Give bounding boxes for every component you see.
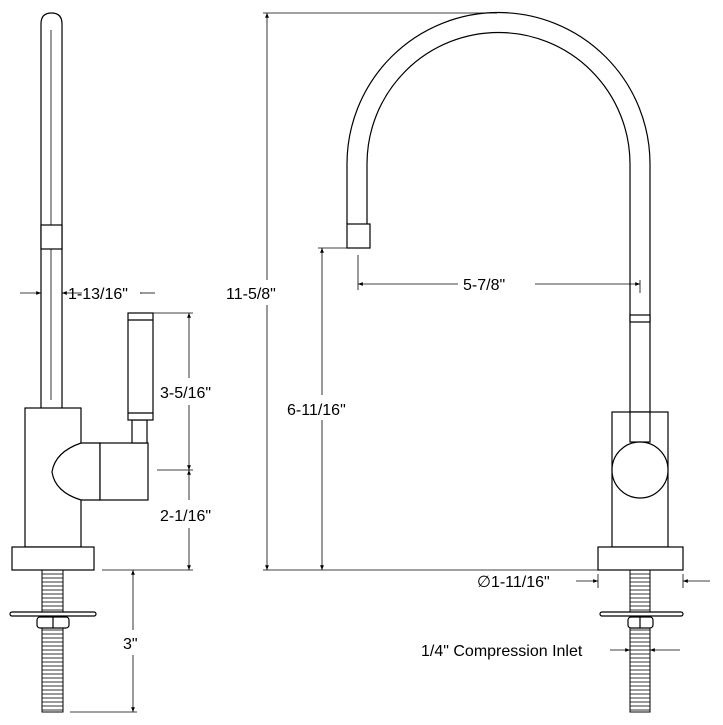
spout-band: [629, 314, 651, 323]
threaded-shank: [629, 569, 651, 713]
lever: [127, 312, 154, 421]
washer: [9, 611, 97, 617]
spout-nozzle: [346, 223, 371, 249]
inlet-label: 1/4" Compression Inlet: [421, 643, 583, 660]
threaded-shank: [41, 569, 64, 713]
handle-height-label: 3-5/16": [160, 385, 211, 402]
base-plate: [11, 546, 95, 571]
handle-center-label: 2-1/16": [160, 508, 211, 525]
spout-reach-label: 5-7/8": [463, 277, 505, 294]
front-view: 11-5/8" 6-11/16" 5-7/8" ∅1-11/16" 1/4" C…: [226, 11, 710, 713]
handle-hub: [51, 442, 101, 501]
spout-diameter-label: 1-13/16": [68, 286, 128, 303]
handle-ball: [611, 441, 669, 499]
gooseneck-spout: [346, 11, 651, 412]
lever-stem: [629, 411, 651, 443]
spout-height-label: 6-11/16": [287, 402, 346, 419]
spout-band: [40, 224, 63, 250]
spout-tube: [40, 12, 63, 408]
handle-cylinder: [99, 442, 149, 501]
base-plate: [597, 546, 684, 571]
lever-stem: [131, 419, 148, 444]
side-view: 1-13/16" 3-5/16" 2-1/16" 3": [9, 12, 211, 713]
total-height-label: 11-5/8": [226, 286, 276, 303]
base-diameter-label: ∅1-11/16": [477, 574, 550, 591]
shank-length-label: 3": [123, 636, 138, 653]
washer: [599, 611, 684, 617]
